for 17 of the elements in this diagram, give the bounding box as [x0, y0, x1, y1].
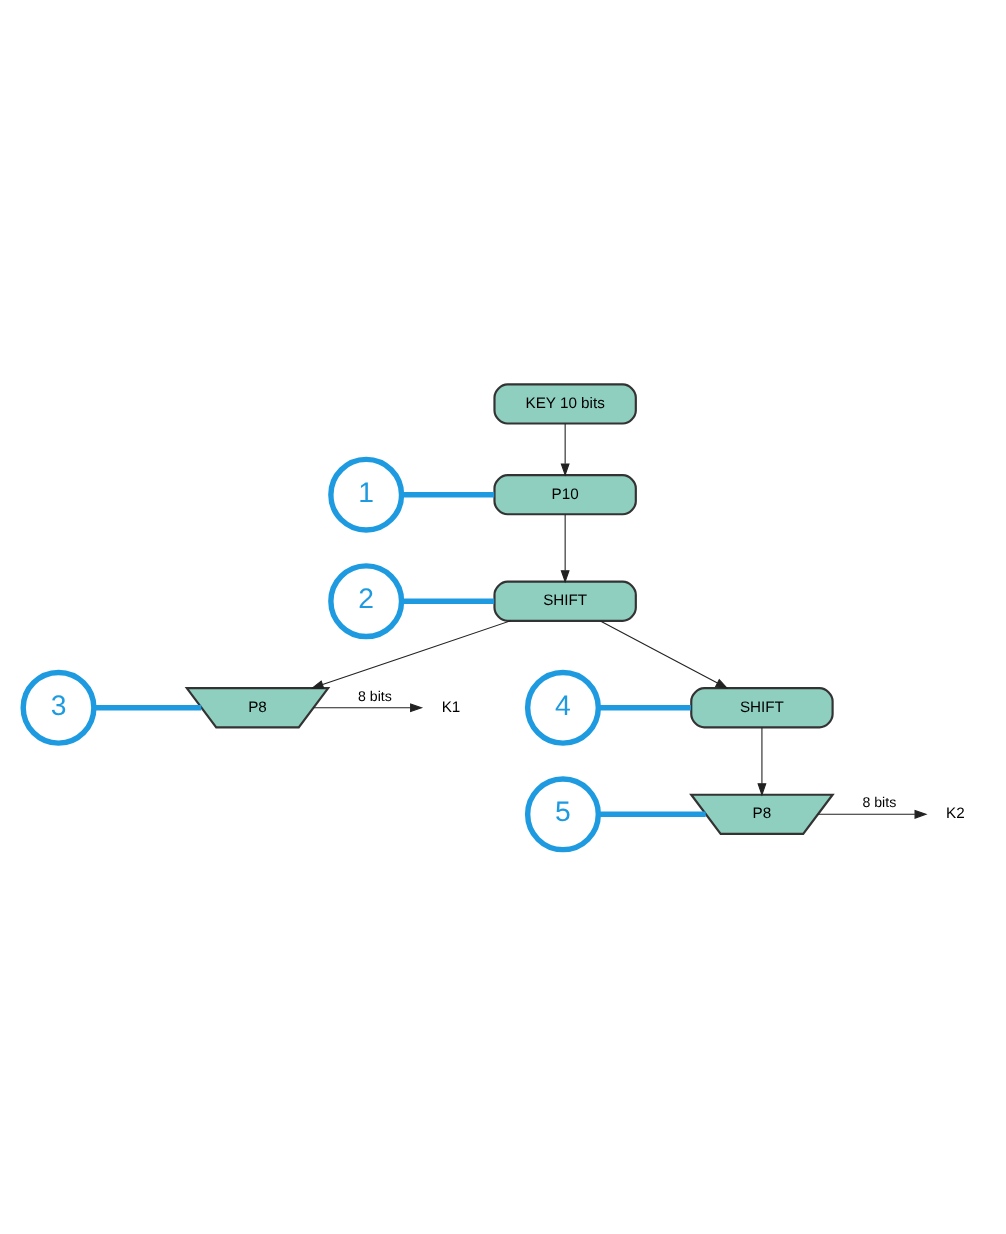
- connector: [597, 705, 690, 711]
- connector: [597, 811, 705, 818]
- arrow: [598, 620, 728, 689]
- arrow: [756, 726, 766, 797]
- arrow: [309, 620, 511, 689]
- node-circle: 5: [523, 776, 601, 853]
- arrow: [559, 513, 569, 584]
- arrow: [311, 703, 423, 713]
- node-circle: 4: [523, 669, 601, 746]
- node-circle: 2: [327, 563, 404, 640]
- connector: [400, 598, 494, 604]
- node-circle: 1: [327, 456, 404, 533]
- arrow: [559, 423, 569, 477]
- connector: [92, 705, 201, 711]
- node-circle: 3: [19, 669, 96, 746]
- arrow: [816, 809, 927, 819]
- connector: [400, 491, 494, 498]
